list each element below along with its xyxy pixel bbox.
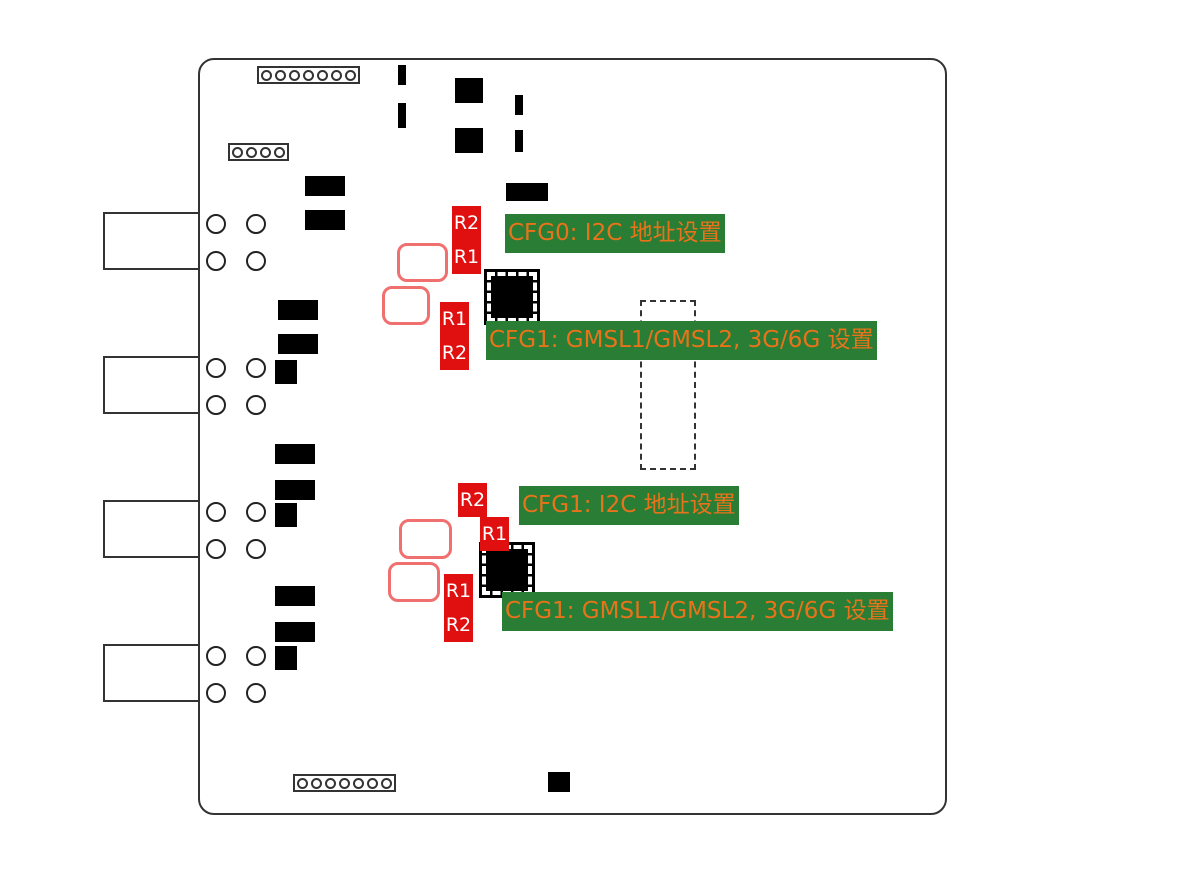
- connector-1: [103, 212, 198, 270]
- connector-3: [103, 500, 198, 558]
- connector-2: [103, 356, 198, 414]
- resistor-tag: R2: [444, 608, 473, 642]
- resistor-tag: R1: [440, 302, 469, 336]
- pin-header: [228, 143, 289, 161]
- resistor-tag: R2: [458, 483, 487, 517]
- pin-header: [293, 774, 396, 792]
- cfg0-i2c-note: CFG0: I2C 地址设置: [505, 214, 725, 253]
- resistor-highlight: [388, 562, 440, 602]
- cfg1-i2c-note: CFG1: I2C 地址设置: [519, 486, 739, 525]
- cfg1-gmsl-note-2: CFG1: GMSL1/GMSL2, 3G/6G 设置: [502, 592, 893, 631]
- connector-4: [103, 644, 198, 702]
- pcb-board-outline: [198, 58, 947, 815]
- resistor-highlight: [399, 519, 452, 559]
- resistor-highlight: [382, 286, 430, 325]
- resistor-tag: R1: [452, 240, 481, 274]
- resistor-tag: R2: [440, 336, 469, 370]
- cfg1-gmsl-note: CFG1: GMSL1/GMSL2, 3G/6G 设置: [486, 321, 877, 360]
- pin-header: [257, 66, 360, 84]
- resistor-highlight: [397, 243, 448, 282]
- resistor-tag: R1: [480, 517, 509, 551]
- resistor-tag: R2: [452, 206, 481, 240]
- resistor-tag: R1: [444, 574, 473, 608]
